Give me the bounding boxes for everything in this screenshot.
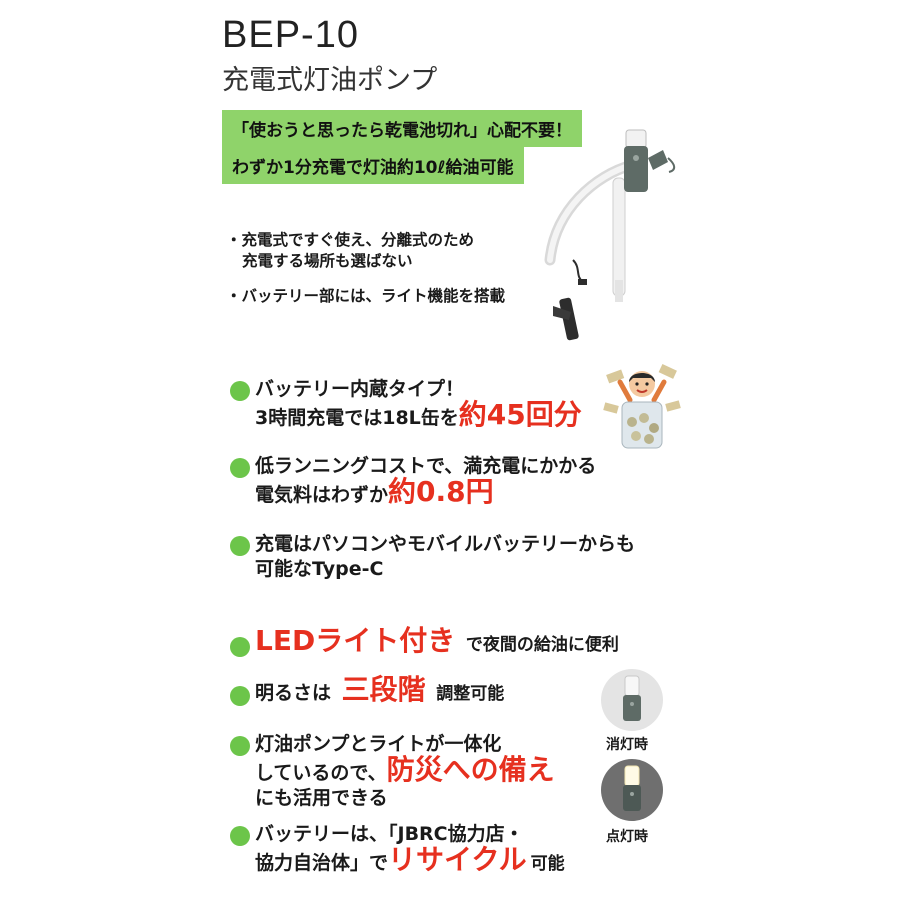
feature-3-line-2: 可能なType-C [255, 558, 384, 580]
tag-one-minute-charge: わずか1分充電で灯油約10ℓ給油可能 [222, 147, 524, 184]
bullet-icon [230, 736, 250, 756]
feature-1-line-2: 3時間充電では18L缶を約45回分 [255, 401, 582, 431]
note-line-1: ・充電式ですぐ使え、分離式のため [226, 231, 475, 249]
feature-brightness-levels: 明るさは 三段階 調整可能 [255, 676, 505, 707]
feature-built-in-battery: バッテリー内蔵タイプ！ 3時間充電では18L缶を約45回分 [255, 377, 582, 431]
feature-7-highlight: リサイクル [388, 843, 527, 876]
pump-product-image [544, 129, 676, 341]
feature-6-line-3: にも活用できる [255, 787, 388, 809]
feature-4-text: で夜間の給油に便利 [465, 635, 619, 655]
feature-1-highlight: 約45回分 [458, 398, 582, 431]
product-subtitle: 充電式灯油ポンプ [222, 65, 438, 96]
feature-battery-recycling: バッテリーは、「JBRC協力店・ 協力自治体」でリサイクル可能 [255, 822, 565, 877]
model-name: BEP-10 [222, 14, 359, 56]
note-light-function: ・バッテリー部には、ライト機能を搭載 [226, 287, 506, 305]
feature-5-post: 調整可能 [436, 684, 505, 704]
money-mascot-illustration [603, 363, 681, 449]
feature-6-text: しているので、 [255, 762, 387, 784]
feature-7-post: 可能 [530, 854, 565, 874]
feature-4-highlight: LEDライト付き [255, 624, 456, 657]
feature-7-line-2: 協力自治体」でリサイクル可能 [255, 846, 565, 877]
feature-type-c-charging: 充電はパソコンやモバイルバッテリーからも 可能なType-C [255, 532, 635, 582]
feature-led-light: LEDライト付き で夜間の給油に便利 [255, 627, 619, 658]
light-off-image [601, 669, 663, 731]
feature-2-highlight: 約0.8円 [388, 475, 494, 508]
feature-disaster-preparedness: 灯油ポンプとライトが一体化 しているので、防災への備え にも活用できる [255, 732, 555, 811]
tag-no-battery-worry: 「使おうと思ったら乾電池切れ」心配不要！ [222, 110, 582, 147]
feature-2-line-1: 低ランニングコストで、満充電にかかる [255, 455, 597, 477]
note-line-2: 充電する場所も選ばない [242, 252, 413, 270]
feature-1-text: 3時間充電では18L缶を [255, 407, 459, 429]
feature-1-line-1: バッテリー内蔵タイプ！ [255, 378, 465, 400]
caption-light-off: 消灯時 [606, 737, 648, 753]
bullet-icon [230, 637, 250, 657]
bullet-icon [230, 458, 250, 478]
caption-light-on: 点灯時 [606, 829, 648, 845]
feature-6-line-1: 灯油ポンプとライトが一体化 [255, 733, 502, 755]
bullet-icon [230, 381, 250, 401]
feature-3-line-1: 充電はパソコンやモバイルバッテリーからも [255, 533, 636, 555]
feature-5-pre: 明るさは [255, 682, 332, 704]
light-on-image [601, 759, 663, 821]
bullet-icon [230, 536, 250, 556]
bullet-icon [230, 826, 250, 846]
feature-6-highlight: 防災への備え [386, 753, 555, 786]
feature-7-line-1: バッテリーは、「JBRC協力店・ [255, 823, 524, 845]
feature-5-highlight: 三段階 [341, 673, 426, 706]
feature-2-text: 電気料はわずか [255, 484, 389, 506]
feature-low-running-cost: 低ランニングコストで、満充電にかかる 電気料はわずか約0.8円 [255, 454, 596, 508]
note-separable-charge: ・充電式ですぐ使え、分離式のため 充電する場所も選ばない [226, 230, 474, 272]
bullet-icon [230, 686, 250, 706]
feature-2-line-2: 電気料はわずか約0.8円 [255, 478, 596, 508]
feature-7-text: 協力自治体」で [255, 852, 389, 874]
feature-6-line-2: しているので、防災への備え [255, 756, 555, 786]
